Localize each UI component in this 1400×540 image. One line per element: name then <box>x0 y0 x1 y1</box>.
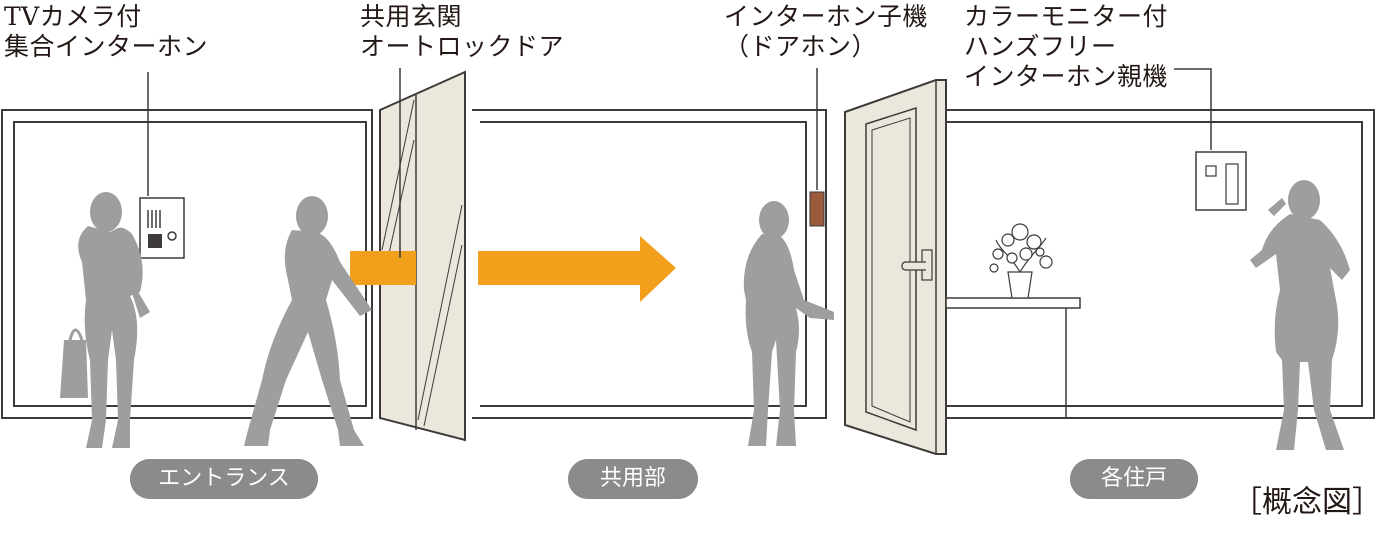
tv-camera-intercom-panel <box>139 197 185 259</box>
dwelling-room <box>938 109 1375 419</box>
visitor-silhouette-2 <box>244 196 372 446</box>
visitor-silhouette-1 <box>60 192 150 448</box>
label-door-intercom: インターホン子機 （ドアホン） <box>724 2 929 61</box>
zone-label-dwelling: 各住戸 <box>1070 459 1198 499</box>
resident-silhouette <box>1250 180 1350 450</box>
unit-front-door <box>844 79 947 455</box>
door-intercom-unit <box>809 191 825 227</box>
resident-visitor-silhouette <box>743 201 834 446</box>
entry-arrow <box>350 236 676 302</box>
auto-lock-door <box>379 70 466 442</box>
monitor-master-unit <box>1195 151 1247 211</box>
zone-label-common: 共用部 <box>568 459 698 499</box>
label-monitor-master-unit: カラーモニター付 ハンズフリー インターホン親機 <box>964 2 1169 91</box>
leader-monitor <box>1174 68 1212 150</box>
side-table <box>945 297 1081 418</box>
label-auto-lock-door: 共用玄関 オートロックドア <box>360 2 565 61</box>
common-corridor <box>472 109 827 419</box>
potted-plant <box>989 223 1053 299</box>
zone-label-entrance: エントランス <box>130 459 318 499</box>
diagram-caption: ［概念図］ <box>1232 485 1382 520</box>
label-tv-camera-intercom: TVカメラ付 集合インターホン <box>4 2 209 61</box>
